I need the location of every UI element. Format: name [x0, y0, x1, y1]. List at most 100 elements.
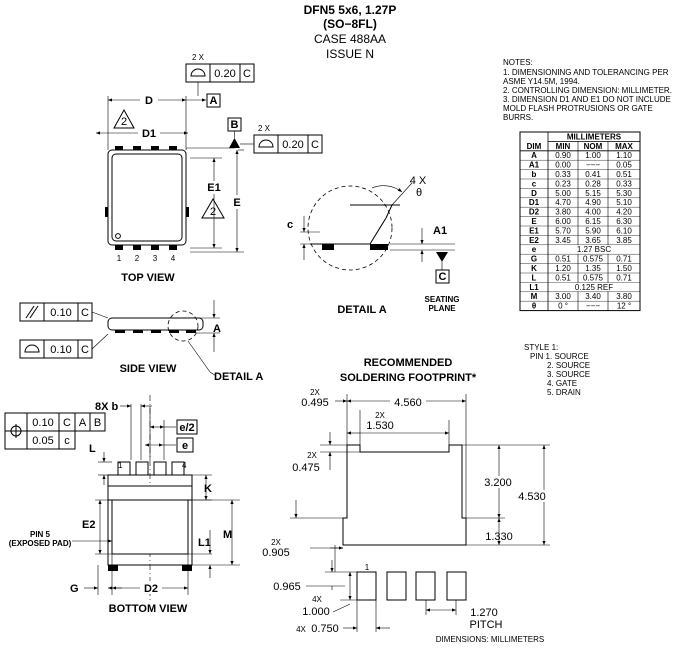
dim-A1: A1 — [433, 225, 447, 237]
dim-multiplier: 4X — [312, 595, 322, 604]
fcf-multiplier: 2 X — [192, 53, 205, 62]
pin-label: 1 — [117, 254, 122, 263]
lead — [153, 461, 167, 476]
side-view: 0.10 C A 0.10 C SIDE VIEW DETAIL A — [19, 300, 263, 383]
table-cell: 3.00 — [555, 292, 571, 301]
parallelism-icon — [25, 305, 35, 319]
table-cell: 3.80 — [555, 208, 571, 217]
table-cell: 0.51 — [555, 255, 571, 264]
fcf-tol: 0.10 — [32, 417, 53, 429]
table-column-header: NOM — [584, 142, 603, 151]
table-cell-dim: K — [531, 264, 537, 273]
table-border — [519, 131, 641, 312]
detail-a-reference: DETAIL A — [214, 371, 263, 383]
footprint-title: RECOMMENDED — [364, 357, 453, 369]
fcf-datum: C — [81, 344, 89, 356]
table-cell-dim: E1 — [529, 226, 539, 235]
style-heading: STYLE 1: — [524, 343, 558, 352]
dim-e-half: e/2 — [179, 422, 194, 434]
table-cell: 0.33 — [555, 170, 571, 179]
dim-D2: D2 — [144, 583, 158, 595]
notes-line: 1. DIMENSIONING AND TOLERANCING PER — [503, 68, 669, 77]
table-cell: 0.05 — [616, 161, 632, 170]
table-cell: 1.20 — [555, 264, 571, 273]
fcf-datum: c — [64, 435, 70, 447]
datum-B: B — [231, 119, 239, 131]
title-line-1: DFN5 5x6, 1.27P — [304, 3, 397, 17]
lead — [117, 461, 131, 476]
table-cell-dim: L — [532, 273, 537, 282]
table-cell-dim: G — [531, 255, 537, 264]
notes-block: NOTES: 1. DIMENSIONING AND TOLERANCING P… — [503, 58, 672, 122]
table-cell: 6.00 — [555, 217, 571, 226]
table-span-mask — [548, 245, 640, 254]
pad — [446, 571, 467, 601]
title-line-4: ISSUE N — [326, 47, 374, 61]
table-cell: 5.70 — [555, 226, 571, 235]
fcf-top: 0.20 C 2 X — [185, 53, 255, 96]
detail-a-caption: DETAIL A — [337, 304, 386, 316]
dim-box — [176, 419, 198, 435]
dim-multiplier: 2X — [307, 451, 317, 460]
fcf-tol: 0.20 — [282, 139, 303, 151]
table-cell: 0.575 — [583, 273, 604, 282]
notes-line: 3. DIMENSION D1 AND E1 DO NOT INCLUDE — [503, 95, 671, 104]
table-cell: 0 ° — [558, 302, 568, 311]
pin-label: 4 — [182, 461, 187, 470]
dim-multiplier: 2X — [271, 538, 281, 547]
fcf-datum: C — [243, 68, 251, 80]
fcf-multiplier: 2 X — [258, 124, 271, 133]
table-cell: −−− — [586, 302, 600, 311]
table-span-mask — [548, 282, 640, 292]
dim-1270: 1.270 — [470, 607, 498, 619]
table-cell: 5.15 — [585, 189, 601, 198]
dim-0750: 0.750 — [311, 623, 339, 635]
dim-3200: 3.200 — [484, 477, 512, 489]
table-cell-dim: θ — [532, 302, 536, 311]
package-body — [107, 149, 187, 246]
dim-4530: 4.530 — [518, 491, 546, 503]
top-view-caption: TOP VIEW — [121, 272, 175, 284]
seating-plane-label: PLANE — [428, 304, 456, 313]
dim-E: E — [233, 197, 240, 209]
table-cell-span: 0.125 REF — [575, 283, 613, 292]
table-cell: 5.00 — [555, 189, 571, 198]
drawing-title: DFN5 5x6, 1.27P (SO−8FL) CASE 488AA ISSU… — [304, 3, 397, 61]
notes-line: 2. CONTROLLING DIMENSION: MILLIMETER. — [503, 86, 672, 95]
table-cell: 5.10 — [616, 198, 632, 207]
table-cell-dim: D — [531, 189, 537, 198]
table-cell: 12 ° — [617, 302, 631, 311]
profile-surface-icon — [258, 139, 274, 148]
fcf-datum: A — [79, 417, 87, 429]
datum-C-box — [435, 269, 450, 284]
table-cell-span: 1.27 BSC — [577, 245, 611, 254]
units-note: DIMENSIONS: MILLIMETERS — [436, 635, 544, 644]
fcf-tol: 0.10 — [50, 307, 71, 319]
dim-G: G — [70, 583, 79, 595]
table-cell: 4.70 — [555, 198, 571, 207]
table-cell: 3.45 — [555, 236, 571, 245]
profile-surface-icon — [190, 68, 206, 77]
dim-0475: 0.475 — [292, 462, 320, 474]
fcf-tol: 0.10 — [50, 344, 71, 356]
table-cell: 1.00 — [585, 151, 601, 160]
table-cell-dim: c — [532, 179, 537, 188]
pin5-label: (EXPOSED PAD) — [9, 539, 72, 548]
fcf-position: 0.10 C A B 0.05 c — [4, 412, 106, 450]
fcf-tol: 0.05 — [32, 435, 53, 447]
table-cell: 0.33 — [616, 179, 632, 188]
bottom-view-caption: BOTTOM VIEW — [109, 603, 188, 615]
pin-label: 4 — [171, 254, 176, 263]
dim-multiplier: 2X — [310, 388, 320, 397]
dim-M: M — [223, 529, 232, 541]
dim-4560: 4.560 — [394, 397, 422, 409]
dim-1330: 1.330 — [485, 531, 513, 543]
fcf-datum: B — [94, 417, 101, 429]
table-cell: 0.23 — [555, 179, 571, 188]
table-cell: 0.71 — [616, 255, 632, 264]
table-cell-dim: L1 — [529, 283, 539, 292]
dim-A: A — [213, 323, 221, 335]
pin5-label: PIN 5 — [30, 530, 51, 539]
table-cell-dim: D2 — [529, 208, 540, 217]
angle-multiplier: 4 X — [410, 175, 427, 187]
